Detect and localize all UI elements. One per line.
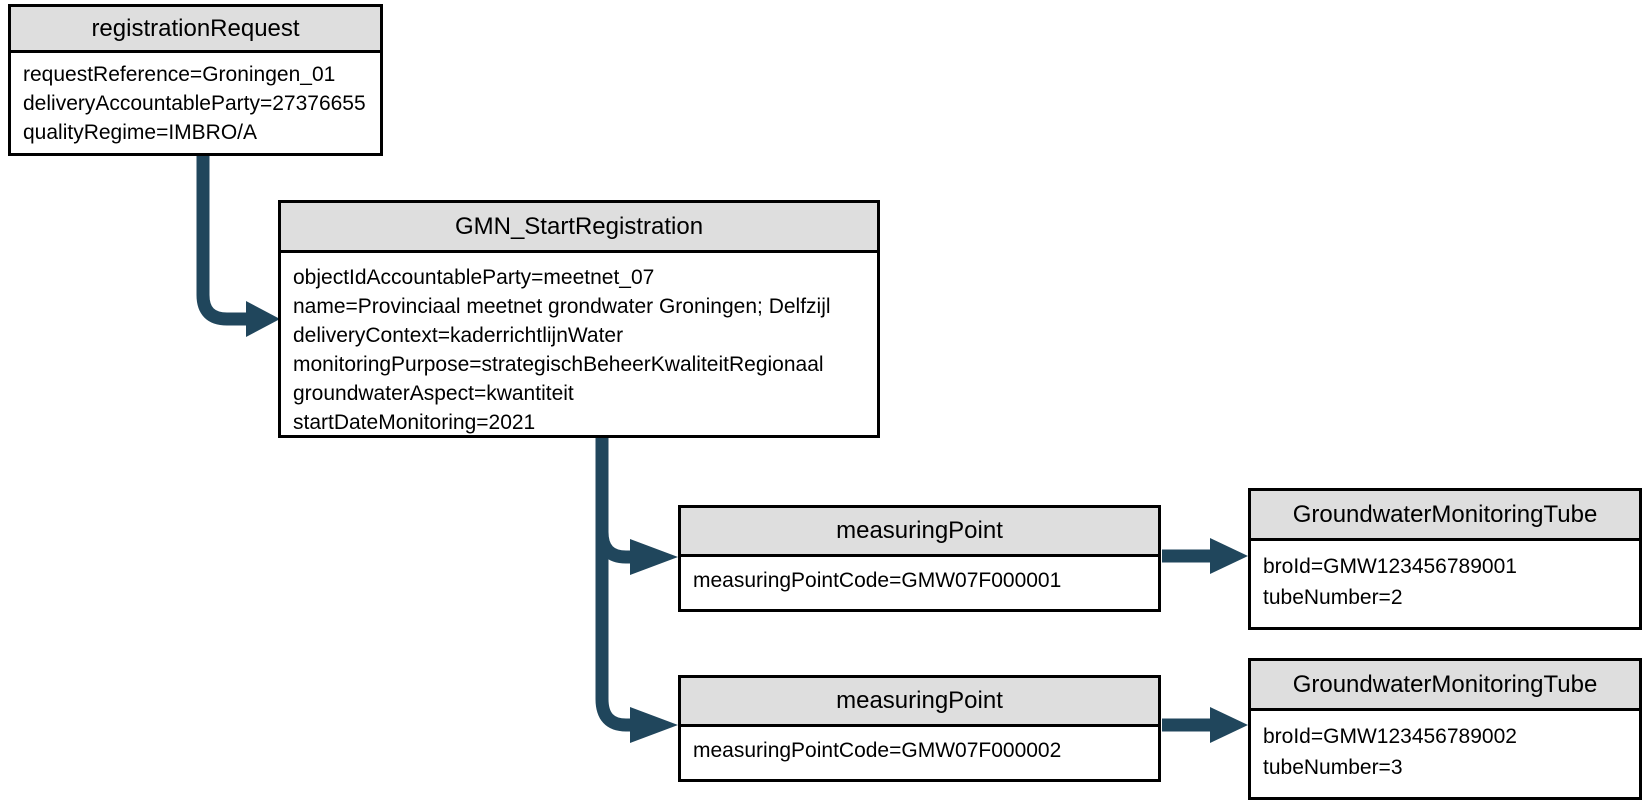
node-measuring-point-1: measuringPoint measuringPointCode=GMW07F…	[678, 505, 1161, 612]
node-field: broId=GMW123456789002	[1263, 725, 1517, 748]
node-groundwater-monitoring-tube-2-body: broId=GMW123456789002 tubeNumber=3	[1251, 711, 1639, 797]
node-field: objectIdAccountableParty=meetnet_07	[293, 266, 655, 289]
node-field: name=Provinciaal meetnet grondwater Gron…	[293, 295, 831, 318]
node-measuring-point-2: measuringPoint measuringPointCode=GMW07F…	[678, 675, 1161, 782]
node-measuring-point-2-body: measuringPointCode=GMW07F000002	[681, 727, 1158, 779]
node-registration-request-title: registrationRequest	[11, 7, 380, 53]
node-groundwater-monitoring-tube-1-body: broId=GMW123456789001 tubeNumber=2	[1251, 541, 1639, 627]
node-field: qualityRegime=IMBRO/A	[23, 121, 258, 144]
arrow-gmn-to-measuringpoint-2	[595, 438, 678, 743]
node-groundwater-monitoring-tube-1-title: GroundwaterMonitoringTube	[1251, 491, 1639, 541]
node-field: groundwaterAspect=kwantiteit	[293, 382, 574, 405]
node-field: requestReference=Groningen_01	[23, 63, 336, 86]
arrow-gmn-to-measuringpoint-1	[595, 495, 678, 575]
node-field: deliveryContext=kaderrichtlijnWater	[293, 324, 624, 347]
node-field: startDateMonitoring=2021	[293, 411, 536, 434]
node-field: tubeNumber=3	[1263, 756, 1403, 779]
node-measuring-point-1-body: measuringPointCode=GMW07F000001	[681, 557, 1158, 609]
node-field: measuringPointCode=GMW07F000002	[693, 739, 1062, 762]
node-field: tubeNumber=2	[1263, 586, 1403, 609]
node-field: measuringPointCode=GMW07F000001	[693, 569, 1062, 592]
node-field: monitoringPurpose=strategischBeheerKwali…	[293, 353, 824, 376]
node-field: broId=GMW123456789001	[1263, 555, 1517, 578]
node-measuring-point-1-title: measuringPoint	[681, 508, 1158, 557]
arrow-registration-to-gmn	[196, 154, 280, 337]
node-measuring-point-2-title: measuringPoint	[681, 678, 1158, 727]
node-registration-request: registrationRequest requestReference=Gro…	[8, 4, 383, 156]
arrow-measuringpoint-2-to-tube-2	[1162, 707, 1248, 743]
node-gmn-start-registration-title: GMN_StartRegistration	[281, 203, 877, 253]
node-registration-request-body: requestReference=Groningen_01 deliveryAc…	[11, 53, 380, 153]
arrowhead-icon	[246, 301, 280, 337]
node-groundwater-monitoring-tube-1: GroundwaterMonitoringTube broId=GMW12345…	[1248, 488, 1642, 630]
arrow-measuringpoint-1-to-tube-1	[1162, 538, 1248, 574]
node-groundwater-monitoring-tube-2-title: GroundwaterMonitoringTube	[1251, 661, 1639, 711]
node-gmn-start-registration: GMN_StartRegistration objectIdAccountabl…	[278, 200, 880, 438]
arrowhead-icon	[1210, 707, 1248, 743]
node-groundwater-monitoring-tube-2: GroundwaterMonitoringTube broId=GMW12345…	[1248, 658, 1642, 800]
node-gmn-start-registration-body: objectIdAccountableParty=meetnet_07 name…	[281, 253, 877, 435]
arrowhead-icon	[1210, 538, 1248, 574]
arrowhead-icon	[630, 707, 678, 743]
arrowhead-icon	[630, 539, 678, 575]
node-field: deliveryAccountableParty=27376655	[23, 92, 366, 115]
